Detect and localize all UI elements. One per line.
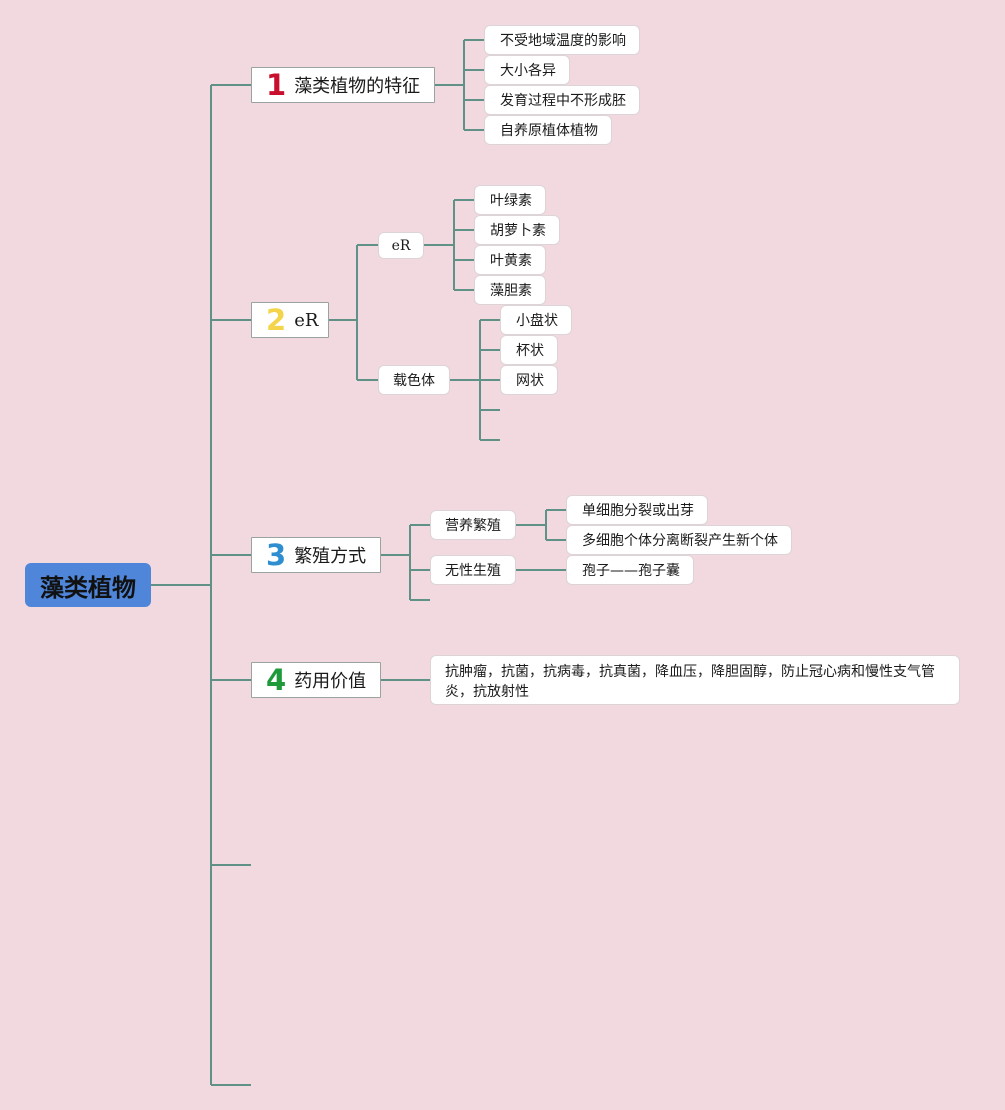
leaf-node[interactable]: 孢子——孢子囊 [566, 555, 694, 585]
leaf-node[interactable]: 杯状 [500, 335, 558, 365]
number-4-icon: 4 [266, 662, 287, 697]
branch-node-characteristics[interactable]: 1 藻类植物的特征 [251, 67, 435, 103]
branch-label: 繁殖方式 [294, 546, 367, 567]
branch-label: eR [294, 309, 319, 331]
number-3-icon: 3 [266, 537, 287, 572]
branch-node-reproduction[interactable]: 3 繁殖方式 [251, 537, 381, 573]
sub-label: 无性生殖 [445, 563, 501, 579]
leaf-node[interactable]: 小盘状 [500, 305, 572, 335]
root-label: 藻类植物 [40, 573, 136, 602]
leaf-label: 多细胞个体分离断裂产生新个体 [582, 533, 778, 549]
leaf-node[interactable]: 自养原植体植物 [484, 115, 612, 145]
leaf-label: 孢子——孢子囊 [582, 563, 680, 579]
branch-label: 药用价值 [294, 671, 367, 692]
leaf-label: 不受地域温度的影响 [500, 33, 626, 49]
sub-label: 营养繁殖 [445, 518, 501, 534]
leaf-label: 胡萝卜素 [490, 223, 546, 239]
leaf-node[interactable]: 叶绿素 [474, 185, 546, 215]
leaf-node[interactable]: 大小各异 [484, 55, 570, 85]
leaf-node[interactable]: 藻胆素 [474, 275, 546, 305]
branch-node-er[interactable]: 2 eR [251, 302, 329, 338]
sub-label: 载色体 [393, 373, 435, 389]
leaf-label: 小盘状 [516, 313, 558, 329]
branch-node-medicinal-value[interactable]: 4 药用价值 [251, 662, 381, 698]
leaf-node[interactable]: 胡萝卜素 [474, 215, 560, 245]
leaf-node[interactable]: 不受地域温度的影响 [484, 25, 640, 55]
sub-node[interactable]: 无性生殖 [430, 555, 516, 585]
leaf-label: 单细胞分裂或出芽 [582, 503, 694, 519]
sub-label: eR [391, 237, 411, 254]
leaf-node[interactable]: 网状 [500, 365, 558, 395]
leaf-node[interactable]: 发育过程中不形成胚 [484, 85, 640, 115]
number-1-icon: 1 [266, 67, 287, 102]
leaf-label: 网状 [516, 373, 544, 389]
leaf-label: 杯状 [516, 343, 544, 359]
sub-node[interactable]: eR [378, 232, 424, 259]
root-node[interactable]: 藻类植物 [25, 563, 151, 607]
leaf-node[interactable]: 多细胞个体分离断裂产生新个体 [566, 525, 792, 555]
number-2-icon: 2 [266, 302, 287, 337]
leaf-label: 发育过程中不形成胚 [500, 93, 626, 109]
leaf-label: 叶黄素 [490, 253, 532, 269]
leaf-node[interactable]: 单细胞分裂或出芽 [566, 495, 708, 525]
text-node[interactable]: 抗肿瘤，抗菌，抗病毒，抗真菌，降血压，降胆固醇，防止冠心病和慢性支气管炎，抗放射… [430, 655, 960, 705]
leaf-label: 叶绿素 [490, 193, 532, 209]
branch-label: 藻类植物的特征 [294, 76, 421, 97]
text-label: 抗肿瘤，抗菌，抗病毒，抗真菌，降血压，降胆固醇，防止冠心病和慢性支气管炎，抗放射… [445, 664, 935, 700]
leaf-label: 大小各异 [500, 63, 556, 79]
sub-node[interactable]: 载色体 [378, 365, 450, 395]
sub-node[interactable]: 营养繁殖 [430, 510, 516, 540]
leaf-node[interactable]: 叶黄素 [474, 245, 546, 275]
leaf-label: 藻胆素 [490, 283, 532, 299]
leaf-label: 自养原植体植物 [500, 123, 598, 139]
